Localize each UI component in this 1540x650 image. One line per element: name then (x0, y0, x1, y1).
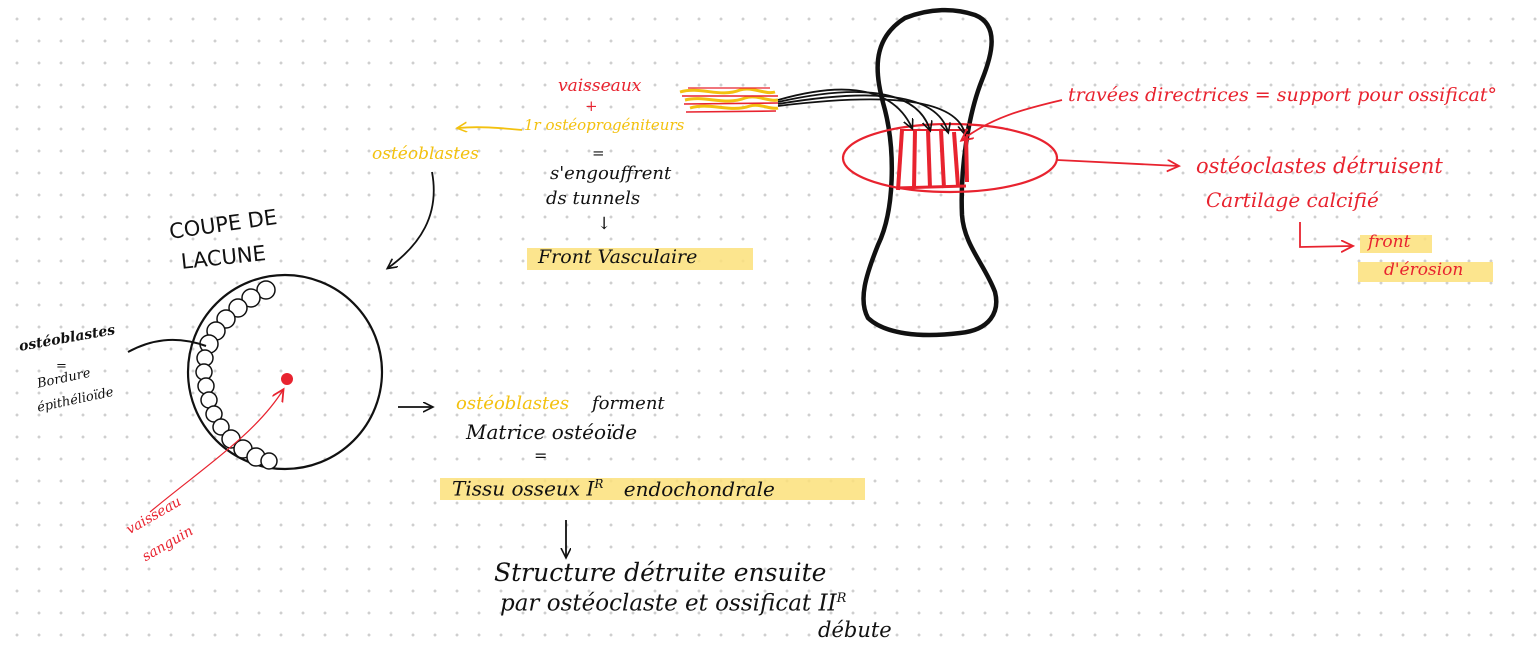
label-structure-line3: débute (818, 620, 892, 641)
label-arrow-down-1: ↓ (597, 216, 611, 233)
label-structure-line1: Structure détruite ensuite (494, 560, 826, 585)
label-osteoclastes-line2: Cartilage calcifié (1206, 190, 1379, 210)
label-structure-line2: par ostéoclaste et ossificat IIR (500, 592, 846, 616)
label-osteoblastes-top: ostéoblastes (372, 146, 479, 163)
vessel-arrows (778, 90, 965, 134)
label-osteoclastes-line1: ostéoclastes détruisent (1196, 156, 1443, 177)
label-tissu-osseux: Tissu osseux IR endochondrale (452, 478, 775, 499)
label-vaisseaux: vaisseaux (558, 78, 641, 95)
travees-lines (896, 130, 968, 190)
tissu-osseux-sup: R (594, 477, 603, 491)
label-front-line1: front (1368, 234, 1410, 251)
ossification-zone-oval (843, 124, 1057, 192)
label-osteoblastes-mid: ostéoblastes (456, 395, 569, 413)
label-equals-1: = (592, 146, 605, 161)
bordure-pointer (128, 340, 206, 352)
label-matrice-osteoide: Matrice ostéoïde (466, 422, 637, 442)
osteoblast-cells (196, 281, 277, 469)
osteoblast-to-lacune-arrow (388, 172, 434, 268)
vessel-bundle (680, 88, 778, 112)
label-sengouffrent: s'engouffrent (550, 165, 671, 183)
endochondrale-text: endochondrale (624, 477, 775, 501)
progenitor-to-osteoblast-arrow (458, 127, 522, 130)
lacune-circle (188, 275, 382, 469)
osteoclastes-arrow (1057, 160, 1178, 166)
label-front-line2: d'érosion (1384, 262, 1463, 279)
blood-vessel-dot (281, 373, 293, 385)
tissu-osseux-text: Tissu osseux I (452, 477, 594, 501)
label-ds-tunnels: ds tunnels (546, 190, 640, 208)
label-plus: + (585, 99, 598, 114)
label-travees: travées directrices = support pour ossif… (1068, 86, 1497, 105)
label-forment: forment (592, 395, 665, 413)
structure-line2-text: par ostéoclaste et ossificat II (500, 591, 837, 617)
label-front-vasculaire: Front Vasculaire (538, 248, 697, 267)
travees-arrow (962, 100, 1062, 140)
label-equals-3: = (534, 448, 547, 464)
front-erosion-arrow (1300, 222, 1352, 247)
label-osteoprogeniteurs: 1r ostéoprogéniteurs (524, 118, 684, 133)
structure-line2-sup: R (837, 591, 847, 606)
